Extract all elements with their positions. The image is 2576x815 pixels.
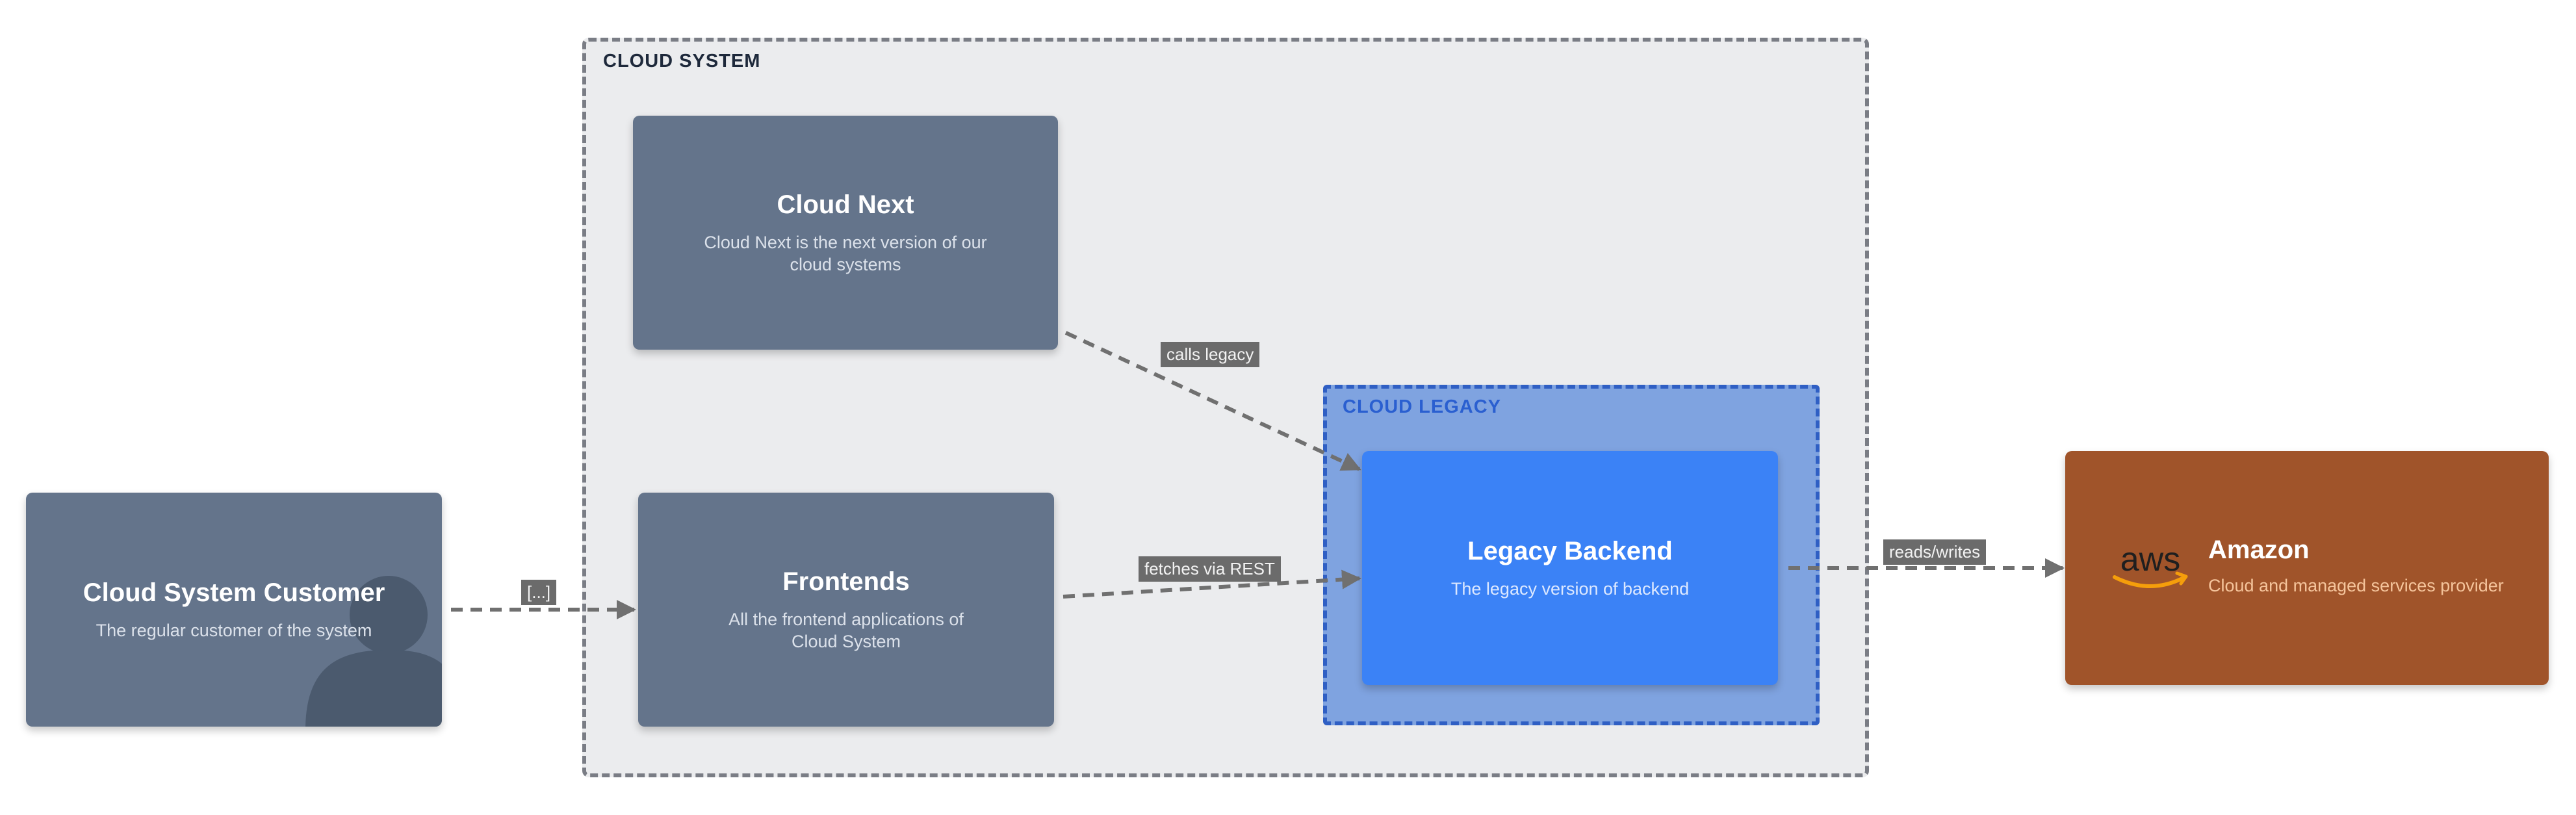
edge-label-legacy-amazon: reads/writes: [1883, 539, 1987, 565]
node-cloud-next[interactable]: Cloud Next Cloud Next is the next versio…: [633, 116, 1058, 350]
node-title: Cloud System Customer: [83, 578, 385, 608]
edge-label-customer-frontends: [...]: [521, 580, 557, 606]
edge-label-frontends-legacy: fetches via REST: [1139, 556, 1281, 582]
person-silhouette-icon: [305, 576, 442, 727]
aws-logo-icon: aws: [2113, 542, 2188, 588]
cloud-system-boundary-label: CLOUD SYSTEM: [603, 51, 761, 71]
node-description: Cloud and managed services provider: [2208, 576, 2504, 595]
node-title: Frontends: [782, 567, 910, 597]
node-description: All the frontend applications of Cloud S…: [728, 610, 964, 651]
node-amazon[interactable]: Amazon Cloud and managed services provid…: [2065, 451, 2549, 685]
node-description: The regular customer of the system: [96, 621, 372, 641]
node-legacy-backend[interactable]: Legacy Backend The legacy version of bac…: [1362, 451, 1778, 685]
node-title: Legacy Backend: [1467, 537, 1673, 566]
node-title: Cloud Next: [777, 190, 914, 220]
node-description: The legacy version of backend: [1450, 579, 1690, 599]
node-cloud-system-customer[interactable]: Cloud System Customer The regular custom…: [26, 493, 442, 727]
svg-text:aws: aws: [2120, 542, 2180, 578]
node-title: Amazon: [2208, 536, 2310, 564]
node-description: Cloud Next is the next version of our cl…: [704, 233, 987, 274]
node-frontends[interactable]: Frontends All the frontend applications …: [638, 493, 1054, 727]
cloud-legacy-boundary-label: CLOUD LEGACY: [1343, 396, 1501, 417]
edge-frontends-legacy: [1063, 569, 1361, 599]
edge-cloudnext-legacy: [1064, 331, 1361, 471]
edge-label-cloudnext-legacy: calls legacy: [1161, 342, 1260, 368]
